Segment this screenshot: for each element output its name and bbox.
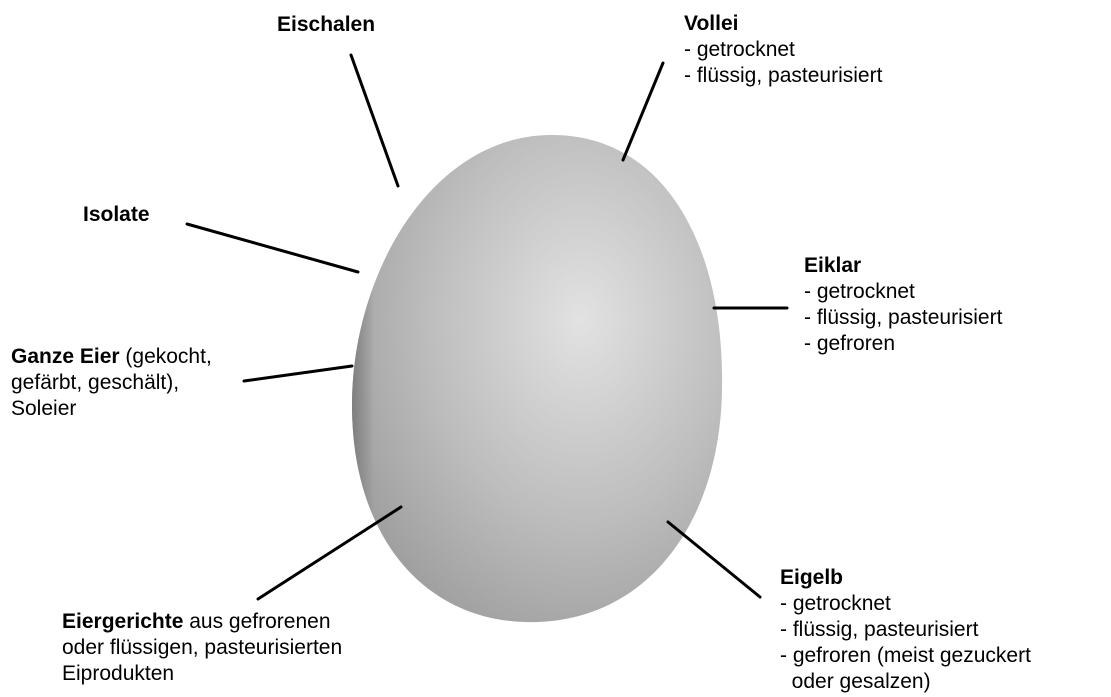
connector-eigelb — [668, 522, 760, 597]
label-eiklar-item: - gefroren — [804, 331, 1002, 357]
label-eigelb-item: - gefroren (meist gezuckert — [780, 643, 1031, 669]
label-ganze-eier-title: Ganze Eier — [11, 345, 120, 368]
connector-eischalen — [351, 55, 398, 186]
label-eigelb-item: - flüssig, pasteurisiert — [780, 617, 1031, 643]
connector-vollei — [623, 63, 663, 160]
label-eiergerichte-title-rest: aus gefrorenen — [183, 610, 330, 633]
label-ganze-eier: Ganze Eier (gekocht, gefärbt, geschält),… — [11, 344, 212, 422]
label-isolate-title: Isolate — [83, 203, 150, 226]
label-eiklar-item: - flüssig, pasteurisiert — [804, 305, 1002, 331]
label-ganze-eier-first-line: Ganze Eier (gekocht, — [11, 344, 212, 370]
label-eischalen-title: Eischalen — [277, 13, 375, 36]
label-eiergerichte-title: Eiergerichte — [62, 610, 183, 633]
label-eiklar-item: - getrocknet — [804, 279, 1002, 305]
label-isolate: Isolate — [83, 202, 150, 228]
connector-ganze-eier — [244, 366, 352, 381]
label-eiergerichte: Eiergerichte aus gefrorenen oder flüssig… — [62, 609, 342, 687]
label-ganze-eier-line: gefärbt, geschält), — [11, 370, 212, 396]
label-eiergerichte-line: Eiprodukten — [62, 661, 342, 687]
label-eischalen: Eischalen — [277, 12, 375, 38]
connector-isolate — [187, 224, 358, 272]
label-eiergerichte-line: oder flüssigen, pasteurisierten — [62, 635, 342, 661]
label-eigelb-title: Eigelb — [780, 565, 1031, 591]
label-eigelb-item: - getrocknet — [780, 591, 1031, 617]
label-ganze-eier-title-rest: (gekocht, — [120, 345, 212, 368]
egg-edge-shadow — [352, 135, 722, 622]
label-eiklar: Eiklar - getrocknet - flüssig, pasteuris… — [804, 253, 1002, 357]
label-vollei-title: Vollei — [684, 11, 882, 37]
label-eigelb: Eigelb - getrocknet - flüssig, pasteuris… — [780, 565, 1031, 695]
label-ganze-eier-line: Soleier — [11, 396, 212, 422]
label-eiergerichte-first-line: Eiergerichte aus gefrorenen — [62, 609, 342, 635]
label-vollei: Vollei - getrocknet - flüssig, pasteuris… — [684, 11, 882, 89]
connector-eiergerichte — [258, 507, 401, 599]
label-vollei-item: - flüssig, pasteurisiert — [684, 63, 882, 89]
label-vollei-item: - getrocknet — [684, 37, 882, 63]
label-eiklar-title: Eiklar — [804, 253, 1002, 279]
label-eigelb-item: oder gesalzen) — [780, 669, 1031, 695]
